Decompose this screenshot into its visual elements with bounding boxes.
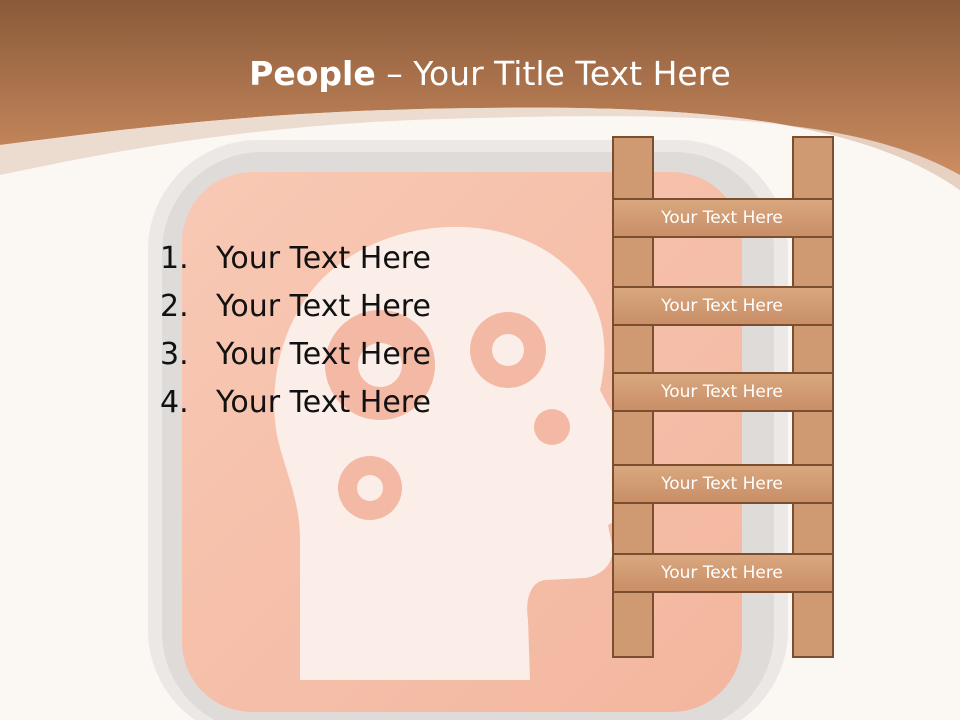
ladder-rung-label: Your Text Here <box>661 296 783 316</box>
ladder-rung-label: Your Text Here <box>661 474 783 494</box>
title-bold: People <box>249 54 376 93</box>
list-item-number: 3. <box>160 336 189 372</box>
list-item: 1. Your Text Here <box>160 234 431 282</box>
list-item: 2. Your Text Here <box>160 282 431 330</box>
ladder-rung-label: Your Text Here <box>661 208 783 228</box>
list-item-text: Your Text Here <box>216 336 431 372</box>
ladder-rung-label: Your Text Here <box>661 382 783 402</box>
numbered-list: 1. Your Text Here 2. Your Text Here 3. Your… <box>160 234 431 426</box>
ladder-rung <box>612 286 834 326</box>
list-item-text: Your Text Here <box>216 288 431 324</box>
ladder-rung <box>612 553 834 593</box>
list-item-number: 2. <box>160 288 189 324</box>
ladder-rung <box>612 198 834 238</box>
header-band <box>0 0 960 190</box>
ladder-rung <box>612 464 834 504</box>
list-item-number: 1. <box>160 240 189 276</box>
list-item-number: 4. <box>160 384 189 420</box>
ladder-rung-label: Your Text Here <box>661 563 783 583</box>
slide-title: People – Your Title Text Here <box>0 54 960 93</box>
ladder-rung <box>612 372 834 412</box>
list-item-text: Your Text Here <box>216 384 431 420</box>
list-item: 3. Your Text Here <box>160 330 431 378</box>
list-item: 4. Your Text Here <box>160 378 431 426</box>
title-rest: – Your Title Text Here <box>375 54 731 93</box>
list-item-text: Your Text Here <box>216 240 431 276</box>
